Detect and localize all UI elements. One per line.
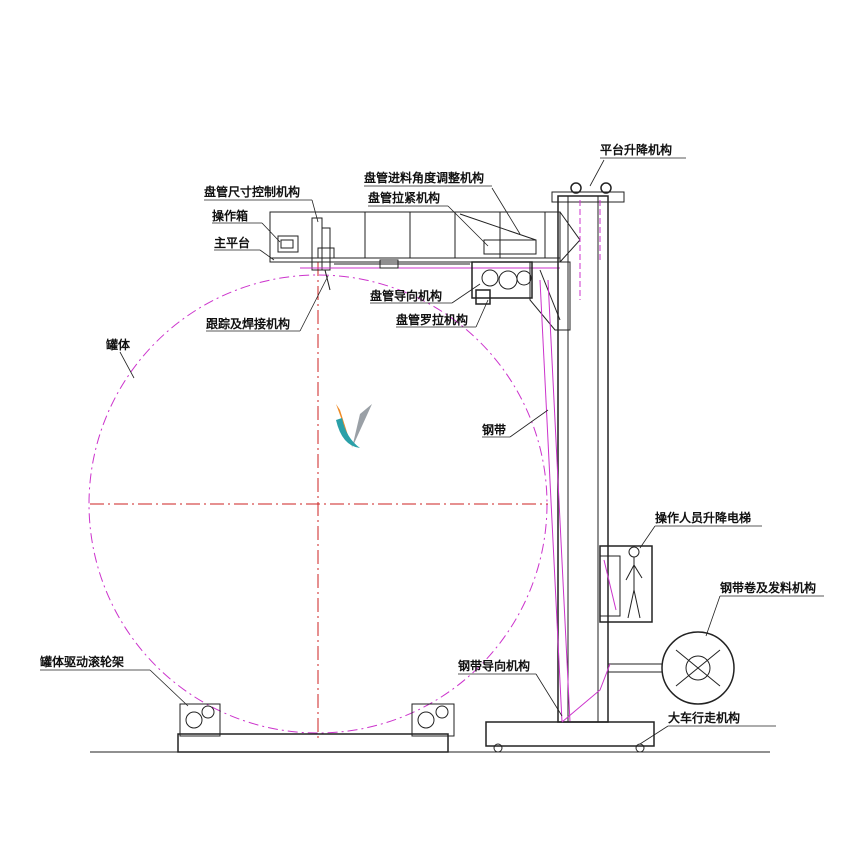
operator-figure-icon [625,546,643,619]
label-roller-frame: 罐体驱动滚轮架 [39,654,124,669]
label-operator-lift: 操作人员升降电梯 [655,510,751,525]
size-control-unit [311,217,335,291]
label-guide: 盘管导向机构 [370,288,442,303]
label-tank: 罐体 [105,337,131,352]
operator-lift-cage [599,545,653,623]
label-screw-pull: 盘管罗拉机构 [396,312,468,327]
label-travel: 大车行走机构 [668,710,740,725]
steel-coil-reel [608,631,735,705]
operation-box-shape [277,235,299,253]
roller-frame-base [177,703,455,753]
label-operation-box: 操作箱 [212,208,248,223]
company-logo-icon [336,404,372,448]
label-tracking-weld: 跟踪及焊接机构 [206,316,290,331]
label-main-platform: 主平台 [214,235,250,250]
travel-carriage [485,663,655,753]
label-coil-feed: 钢带卷及发料机构 [720,580,816,595]
guide-frame [529,261,571,331]
label-strip-guide: 钢带导向机构 [458,658,530,673]
label-platform-lift: 平台升降机构 [600,142,672,157]
label-size-control: 盘管尺寸控制机构 [204,184,300,199]
mast-column [551,182,625,723]
leader-lines [40,157,824,745]
label-feed-angle: 盘管进料角度调整机构 [364,170,484,185]
label-tension: 盘管拉紧机构 [368,190,440,205]
label-steel-strip: 钢带 [482,422,506,437]
feed-mechanism-cluster [459,213,537,305]
steel-strip-line [539,279,563,723]
